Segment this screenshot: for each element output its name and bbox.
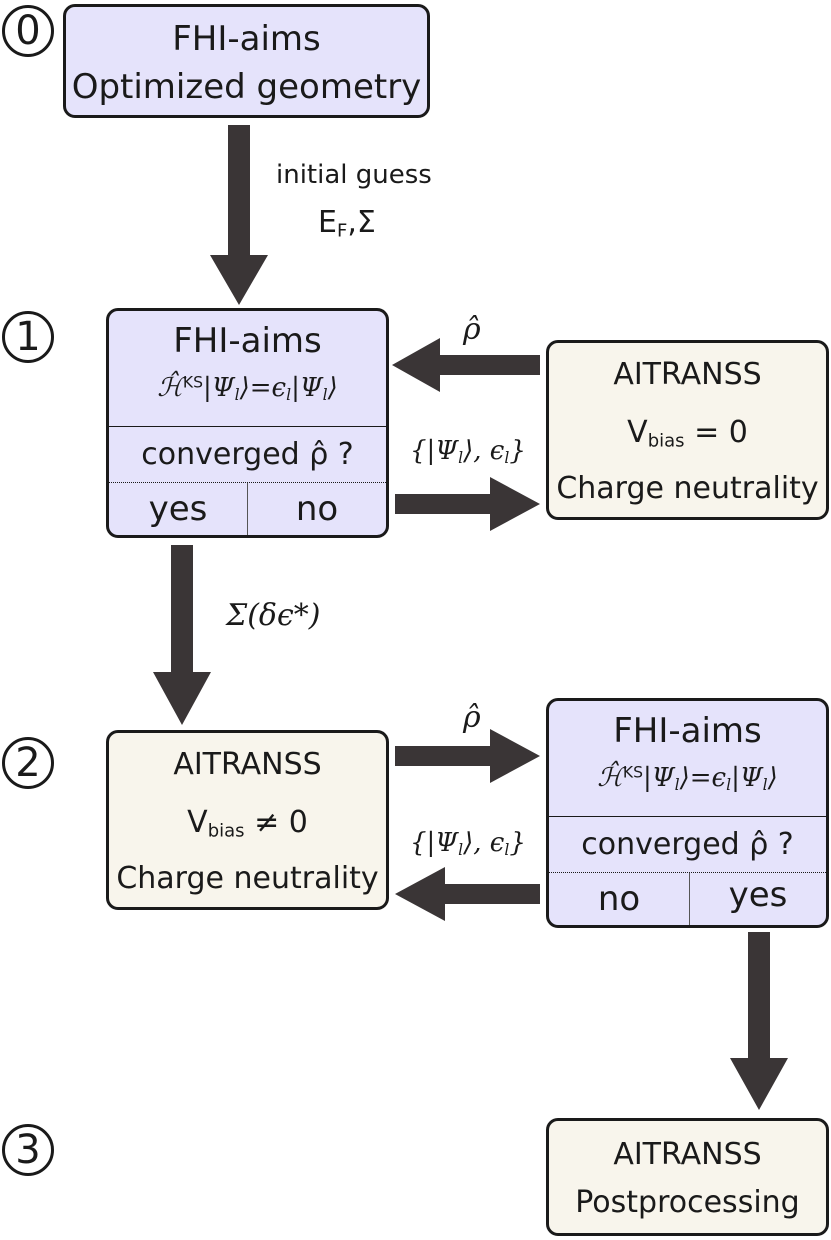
box1-title: FHI-aims xyxy=(173,321,322,361)
arrow-psi-to-aitranss1 xyxy=(395,477,540,531)
fhi-aims-scf-box-1: FHI-aims ℋ̂KS|Ψl⟩=ϵl|Ψl⟩ converged ρ̂ ? … xyxy=(106,308,389,538)
sigma-delta-eps-label: Σ(δϵ*) xyxy=(226,598,321,633)
aitranss1-title: AITRANSS xyxy=(613,357,762,392)
aitranss2-title: AITRANSS xyxy=(173,747,322,782)
box1-ks-equation: ℋ̂KS|Ψl⟩=ϵl|Ψl⟩ xyxy=(157,373,338,404)
arrow-step0-to-step1 xyxy=(210,125,268,305)
box1-yes-no-divider xyxy=(247,483,248,535)
box2-convergence-question: converged ρ̂ ? xyxy=(581,827,794,862)
fhi-aims-scf-box-2: FHI-aims ℋ̂KS|Ψl⟩=ϵl|Ψl⟩ converged ρ̂ ? … xyxy=(546,698,829,928)
box2-dotted-divider xyxy=(549,872,826,873)
psi-eps-label-step1: {|Ψl⟩, ϵl} xyxy=(410,436,526,467)
arrow-rho-to-fhi1 xyxy=(392,338,540,392)
box1-yes-branch: yes xyxy=(148,489,208,529)
arrow-rho-to-fhi2 xyxy=(395,729,540,783)
box3-title: AITRANSS xyxy=(613,1137,762,1172)
box2-no-yes-divider xyxy=(689,873,690,925)
fhi-aims-geometry-box: FHI-aims Optimized geometry xyxy=(63,4,430,118)
rho-label-step1: ρ̂ xyxy=(463,312,481,347)
aitranss1-vbias: Vbias = 0 xyxy=(627,415,748,452)
step-1-marker: 1 xyxy=(2,311,54,363)
box3-subtitle: Postprocessing xyxy=(575,1185,800,1220)
box1-no-branch: no xyxy=(295,489,339,529)
arrow-step1-to-step2 xyxy=(153,545,211,725)
box1-dotted-divider xyxy=(109,482,386,483)
box1-convergence-question: converged ρ̂ ? xyxy=(141,437,354,472)
aitranss2-vbias: Vbias ≠ 0 xyxy=(187,805,308,842)
arrow-psi-to-aitranss2 xyxy=(395,867,540,921)
box2-no-branch: no xyxy=(597,879,641,919)
box2-yes-branch: yes xyxy=(728,875,788,915)
box0-title: FHI-aims xyxy=(172,19,321,59)
box0-subtitle: Optimized geometry xyxy=(71,67,422,107)
box2-divider xyxy=(549,816,826,817)
step-2-marker: 2 xyxy=(2,737,54,789)
box2-ks-equation: ℋ̂KS|Ψl⟩=ϵl|Ψl⟩ xyxy=(597,763,778,794)
rho-label-step2: ρ̂ xyxy=(463,700,481,735)
psi-eps-label-step2: {|Ψl⟩, ϵl} xyxy=(410,828,526,859)
box2-title: FHI-aims xyxy=(613,711,762,751)
arrow-step2-to-step3 xyxy=(730,932,788,1110)
aitranss2-charge-neutrality: Charge neutrality xyxy=(116,861,379,896)
step-3-marker: 3 xyxy=(2,1124,54,1176)
aitranss-finite-bias-box: AITRANSS Vbias ≠ 0 Charge neutrality xyxy=(106,730,389,910)
initial-guess-label: initial guess xyxy=(276,160,432,190)
step-0-marker: 0 xyxy=(2,5,54,57)
aitranss-zero-bias-box: AITRANSS Vbias = 0 Charge neutrality xyxy=(546,340,829,520)
ef-sigma-label: EF,Σ xyxy=(318,205,376,242)
aitranss-postprocessing-box: AITRANSS Postprocessing xyxy=(546,1118,829,1236)
aitranss1-charge-neutrality: Charge neutrality xyxy=(556,471,819,506)
box1-divider xyxy=(109,426,386,427)
